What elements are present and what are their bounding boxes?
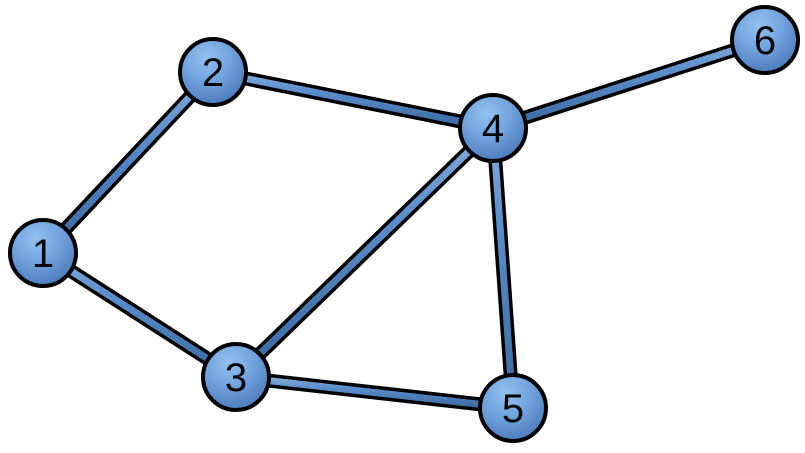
graph-node-3[interactable]: 3 [201, 342, 271, 412]
node-layer: 1 2 3 4 5 6 [8, 5, 800, 443]
edge-core [491, 36, 767, 132]
node-label: 2 [202, 51, 224, 95]
graph-node-6[interactable]: 6 [730, 5, 800, 75]
node-circle [201, 342, 271, 412]
graph-node-4[interactable]: 4 [458, 93, 528, 163]
edge-core [41, 250, 238, 380]
graph-edge[interactable] [39, 247, 240, 383]
graph-node-1[interactable]: 1 [8, 218, 78, 288]
edge-layer [37, 33, 768, 415]
node-label: 1 [32, 232, 54, 276]
node-circle [8, 218, 78, 288]
node-circle [730, 5, 800, 75]
graph-node-5[interactable]: 5 [478, 373, 548, 443]
graph-edge[interactable] [37, 67, 219, 258]
edge-core [235, 373, 514, 412]
node-label: 4 [482, 107, 504, 151]
edge-core [233, 125, 496, 380]
edge-core [489, 127, 517, 409]
graph-node-2[interactable]: 2 [178, 37, 248, 107]
edge-core [40, 69, 216, 256]
graph-edge[interactable] [235, 370, 514, 415]
graph-edge[interactable] [486, 127, 520, 409]
node-circle [178, 37, 248, 107]
graph-edge[interactable] [211, 65, 495, 135]
node-circle [478, 373, 548, 443]
node-circle [458, 93, 528, 163]
graph-edge[interactable] [231, 122, 498, 383]
node-label: 6 [754, 19, 776, 63]
node-label: 3 [225, 356, 247, 400]
edge-core [212, 68, 494, 132]
node-label: 5 [502, 387, 524, 431]
graph-edge[interactable] [490, 33, 768, 135]
